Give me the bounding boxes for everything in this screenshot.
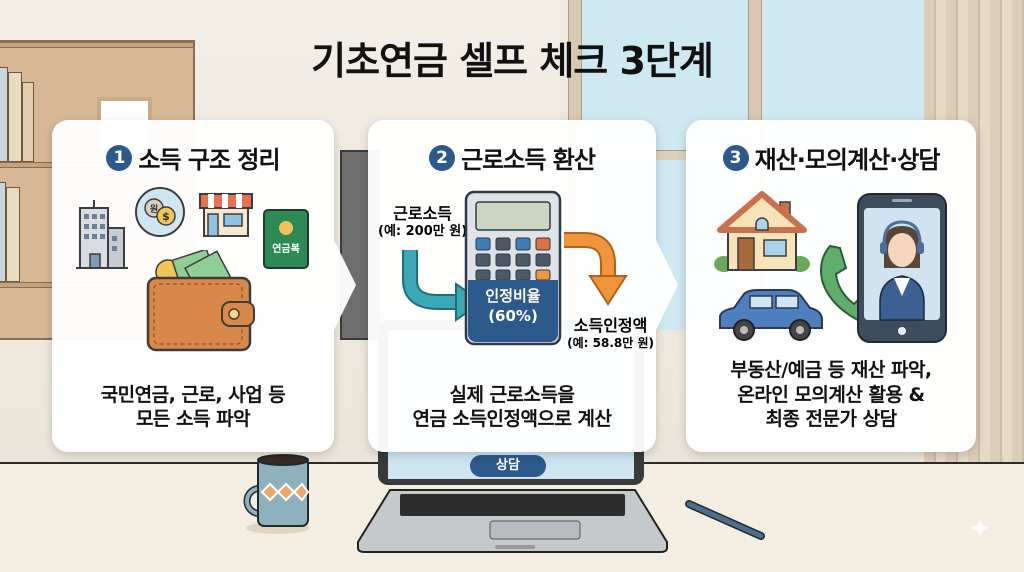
- step-card-1: 1 소득 구조 정리 원 $ 연금복: [52, 120, 356, 452]
- office-building-icon: [76, 200, 128, 269]
- step-description: 실제 근로소득을 연금 소득인정액으로 계산: [412, 383, 612, 431]
- recognition-ratio-panel: 인정비율 (60%): [468, 280, 558, 342]
- step-title: 재산·모의계산·상담: [754, 146, 941, 174]
- step-card-2: 2 근로소득 환산 근로소득 (예: 200만 원) 인정비율 (60%) 소득…: [368, 120, 678, 452]
- step-number-badge: 3: [722, 144, 749, 171]
- step-connector-arrow: [334, 240, 356, 330]
- laptop-keyboard: [357, 489, 668, 553]
- pension-book-icon: 연금복: [263, 209, 309, 269]
- svg-text:$: $: [162, 210, 170, 223]
- pen-icon: [685, 500, 765, 540]
- step-description: 부동산/예금 등 재산 파악, 온라인 모의계산 활용 & 최종 전문가 상담: [730, 358, 932, 431]
- svg-text:원: 원: [150, 203, 158, 215]
- page-title: 기초연금 셀프 체크 3단계: [311, 39, 714, 83]
- house-icon: [714, 191, 810, 272]
- orange-curved-arrow-icon: [564, 232, 628, 306]
- consultant-phone-icon: [857, 193, 947, 343]
- step-connector-arrow: [656, 240, 678, 330]
- wallet-icon: [146, 250, 255, 352]
- input-income-label: 근로소득 (예: 200만 원): [378, 204, 468, 239]
- coffee-mug-icon: [243, 454, 310, 534]
- step-card-3: 3 재산·모의계산·상담 부동산/예금 등 재산 파악, 온라인: [686, 120, 976, 452]
- svg-text:연금복: 연금복: [272, 242, 300, 255]
- step-header: 1 소득 구조 정리: [52, 140, 334, 175]
- store-icon: [199, 193, 253, 237]
- step-header: 3 재산·모의계산·상담: [686, 140, 976, 175]
- sparkle-icon: ✦: [968, 512, 992, 545]
- step-title: 소득 구조 정리: [138, 146, 280, 174]
- coins-icon: 원 $: [135, 187, 185, 237]
- step-number-badge: 1: [106, 144, 133, 171]
- laptop-consult-button[interactable]: 상담: [470, 455, 546, 477]
- step-header: 2 근로소득 환산: [368, 140, 656, 175]
- car-icon: [719, 289, 823, 341]
- step-description: 국민연금, 근로, 사업 등 모든 소득 파악: [100, 383, 286, 431]
- output-income-label: 소득인정액 (예: 58.8만 원): [567, 316, 654, 350]
- step-number-badge: 2: [429, 144, 456, 171]
- step-title: 근로소득 환산: [461, 146, 596, 174]
